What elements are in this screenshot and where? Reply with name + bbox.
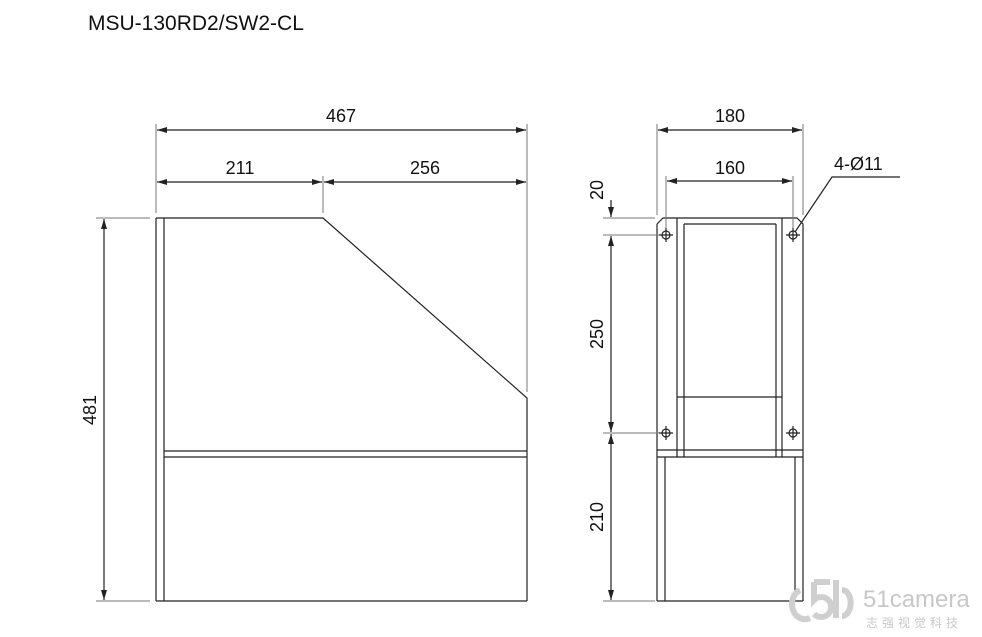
watermark-logo: 51camera 志强视觉科技 <box>789 579 970 630</box>
side-view: 467 211 256 481 <box>80 106 528 602</box>
dim-label-20: 20 <box>587 180 607 200</box>
dim-label-180: 180 <box>715 106 745 126</box>
dim-label-211: 211 <box>226 158 255 178</box>
dim-label-210: 210 <box>587 502 607 532</box>
mounting-holes <box>659 228 800 440</box>
dim-label-256: 256 <box>410 158 440 178</box>
hole-leader <box>794 176 900 233</box>
hole-callout: 4-Ø11 <box>834 154 883 174</box>
dim-label-160: 160 <box>715 158 745 178</box>
drawing-title: MSU-130RD2/SW2-CL <box>88 12 304 35</box>
dim-label-481: 481 <box>80 395 100 425</box>
front-view: 180 160 4-Ø11 20 250 210 <box>587 106 900 602</box>
dim-label-250: 250 <box>587 319 607 349</box>
dim-label-467: 467 <box>326 106 356 126</box>
watermark-brand: 51camera <box>863 586 970 613</box>
watermark-subtitle: 志强视觉科技 <box>866 615 962 630</box>
